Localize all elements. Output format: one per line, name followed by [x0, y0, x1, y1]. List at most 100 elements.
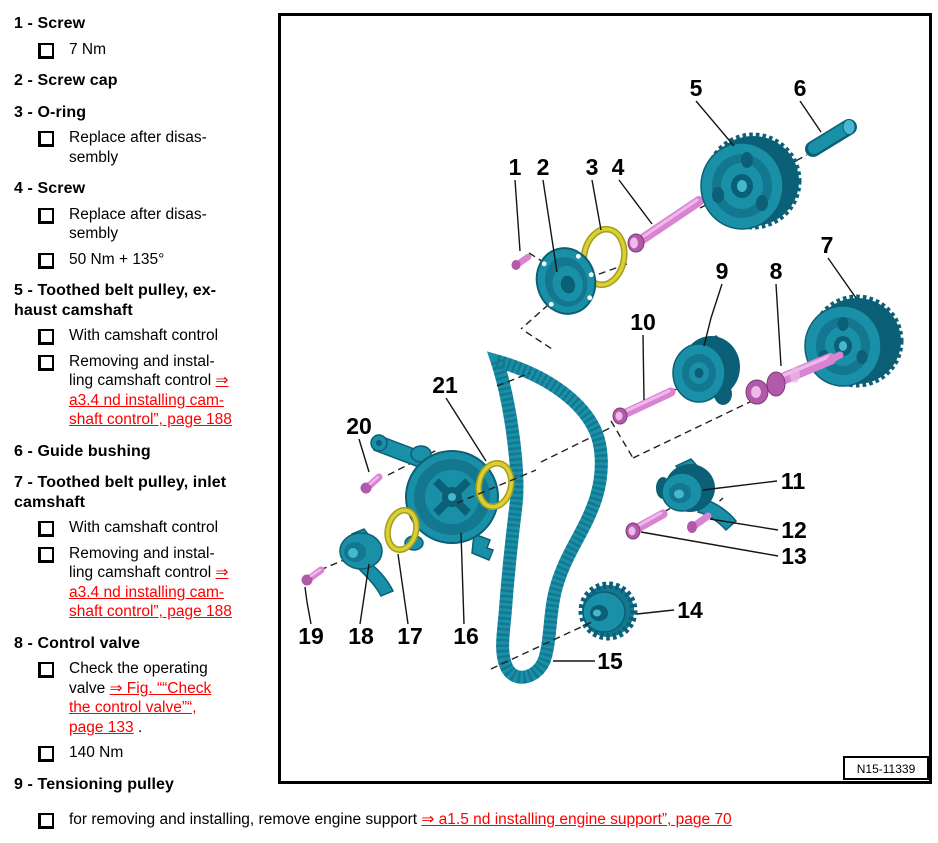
bullet-item: Removing and instal- ling camshaft contr…	[38, 352, 272, 430]
parts-list-item: 5 - Toothed belt pulley, ex- haust camsh…	[14, 281, 272, 430]
bullet-text: With camshaft control	[69, 518, 218, 538]
checkbox-icon	[38, 546, 54, 563]
callout-label-16: 16	[453, 623, 479, 649]
callout-label-5: 5	[690, 75, 703, 101]
text-segment: Replace after disas- sembly	[69, 205, 207, 243]
o-ring-17	[384, 507, 420, 553]
o-ring-21	[475, 459, 515, 511]
bullet-item: 7 Nm	[38, 40, 272, 60]
item-title: 3 - O-ring	[14, 103, 87, 121]
checkbox-icon	[38, 42, 54, 59]
text-segment: for removing and installing, remove engi…	[69, 811, 422, 828]
item-title: 7 - Toothed belt pulley, inlet camshaft	[14, 474, 227, 511]
callout-label-3: 3	[586, 154, 599, 180]
bullet-item: for removing and installing, remove engi…	[38, 810, 928, 830]
screw-1	[511, 253, 532, 270]
item-title: 8 - Control valve	[14, 634, 141, 652]
bullet-text: 50 Nm + 135°	[69, 250, 164, 270]
bullet-text: 7 Nm	[69, 40, 106, 60]
parts-list-item: 1 - Screw 7 Nm	[14, 14, 272, 59]
checkbox-icon	[38, 207, 54, 224]
bullet-item: 140 Nm	[38, 743, 272, 763]
callout-label-7: 7	[821, 232, 834, 258]
callout-label-11: 11	[781, 468, 806, 494]
coolant-flange-18	[339, 528, 395, 597]
reference-link[interactable]: ⇒ Fig. ““Check the control valve”“, page…	[69, 679, 212, 736]
footer-bullet: for removing and installing, remove engi…	[38, 810, 928, 830]
checkbox-icon	[38, 329, 54, 345]
bullet-item: Replace after disas- sembly	[38, 128, 272, 167]
text-segment: Check the operating valve	[69, 660, 208, 697]
text-segment: With camshaft control	[69, 327, 219, 344]
callout-label-6: 6	[794, 75, 807, 101]
text-segment: .	[133, 718, 143, 736]
text-segment: Removing and instal- ling camshaft contr…	[69, 544, 215, 582]
bullet-text: Check the operating valve ⇒ Fig. ““Check…	[69, 659, 211, 737]
bullet-text: 140 Nm	[69, 743, 123, 763]
checkbox-icon	[38, 813, 54, 829]
tensioning-pulley-9	[672, 335, 740, 405]
bullet-text: Removing and instal- ling camshaft contr…	[69, 352, 232, 430]
text-segment: 50 Nm + 135°	[69, 250, 165, 268]
reference-link[interactable]: ⇒ a3.4 nd installing cam- shaft control”…	[69, 372, 232, 428]
bullet-item: Replace after disas- sembly	[38, 205, 272, 244]
idler-11	[656, 458, 738, 532]
parts-list-item: 6 - Guide bushing	[14, 442, 272, 462]
item-title: 5 - Toothed belt pulley, ex- haust camsh…	[14, 282, 217, 319]
item-title: 4 - Screw	[14, 180, 86, 197]
bolt-13	[625, 509, 668, 540]
bolt-10	[612, 387, 676, 425]
bullet-text: With camshaft control	[69, 326, 218, 346]
bullet-item: Removing and instal- ling camshaft contr…	[38, 544, 272, 622]
callout-label-4: 4	[612, 154, 625, 180]
bullet-item: 50 Nm + 135°	[38, 250, 272, 270]
bullet-item: With camshaft control	[38, 326, 272, 346]
checkbox-icon	[38, 521, 54, 537]
item-title: 1 - Screw	[14, 15, 86, 32]
text-segment: 140 Nm	[69, 744, 124, 761]
callout-label-9: 9	[716, 258, 729, 284]
guide-bushing-6	[805, 119, 857, 157]
callout-label-17: 17	[397, 623, 423, 649]
toothed-belt-15	[486, 351, 608, 684]
screw-cap-2	[535, 247, 597, 315]
callout-label-2: 2	[537, 154, 550, 180]
item-title: 6 - Guide bushing	[14, 442, 151, 460]
callout-label-8: 8	[770, 258, 783, 284]
control-valve-8	[745, 351, 844, 405]
text-segment: 7 Nm	[69, 40, 107, 58]
water-pump-16	[370, 434, 499, 561]
bolt-12	[687, 512, 712, 533]
checkbox-icon	[38, 131, 54, 147]
checkbox-icon	[38, 252, 54, 269]
exhaust-pulley-5	[700, 132, 802, 230]
o-ring-3	[580, 225, 628, 289]
callout-label-13: 13	[781, 543, 807, 569]
callout-label-1: 1	[509, 154, 522, 180]
screw-20	[360, 473, 383, 494]
reference-link[interactable]: ⇒ a1.5 nd installing engine support”, pa…	[421, 811, 732, 828]
callout-label-21: 21	[432, 372, 458, 398]
screw-19	[301, 566, 325, 586]
inlet-pulley-7	[804, 294, 904, 388]
callout-label-15: 15	[597, 648, 623, 674]
figure-id-box: N15-11339	[843, 756, 929, 780]
bullet-item: With camshaft control	[38, 518, 272, 538]
callout-label-18: 18	[348, 623, 374, 649]
bullet-text: for removing and installing, remove engi…	[69, 810, 732, 830]
item-title: 9 - Tensioning pulley	[14, 775, 175, 793]
callout-label-19: 19	[298, 623, 324, 649]
callout-label-10: 10	[630, 309, 656, 335]
checkbox-icon	[38, 746, 54, 762]
reference-link[interactable]: ⇒ a3.4 nd installing cam- shaft control”…	[69, 564, 232, 620]
parts-list-item: 2 - Screw cap	[14, 71, 272, 91]
bullet-item: Check the operating valve ⇒ Fig. ““Check…	[38, 659, 272, 737]
checkbox-icon	[38, 662, 54, 678]
text-segment: Removing and instal- ling camshaft contr…	[69, 352, 215, 390]
